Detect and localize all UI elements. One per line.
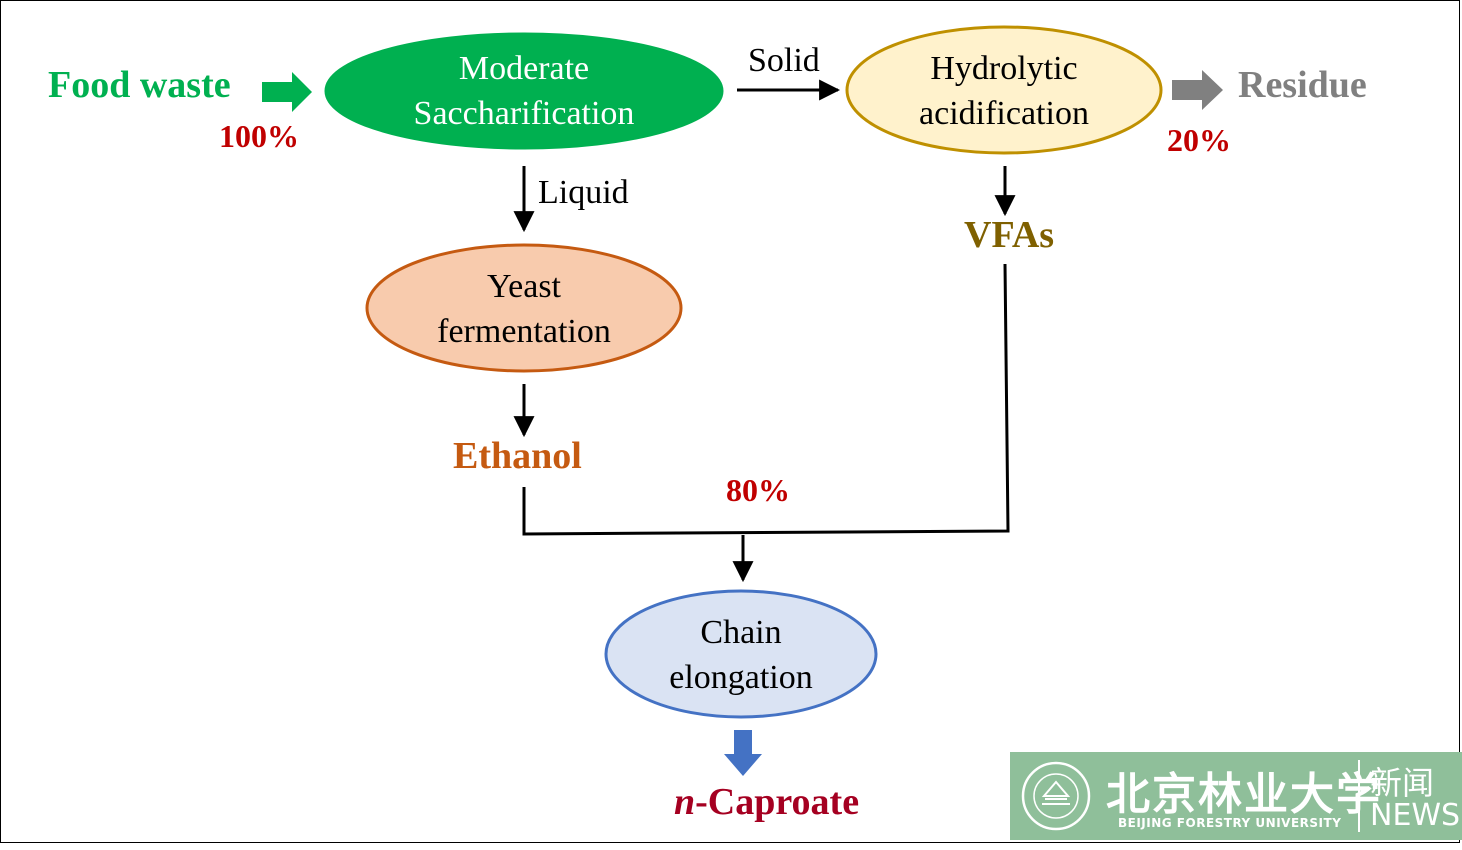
node-saccharification-label: Moderate Saccharification bbox=[326, 46, 722, 136]
node-yeast-label: Yeast fermentation bbox=[367, 264, 681, 354]
node-chain-label: Chain elongation bbox=[606, 610, 876, 700]
output-arrow bbox=[724, 730, 762, 776]
node-saccharification-shape bbox=[324, 32, 724, 150]
residue-percent: 20% bbox=[1167, 122, 1231, 158]
final-product-suffix: -Caproate bbox=[695, 781, 860, 823]
output-residue-label: Residue bbox=[1238, 64, 1367, 106]
product-vfas-label: VFAs bbox=[964, 214, 1055, 256]
node-yeast-line1: Yeast bbox=[486, 268, 561, 305]
edge-liquid-label: Liquid bbox=[538, 174, 629, 211]
university-news-watermark: 北京林业大学 BEIJING FORESTRY UNIVERSITY 新闻 NE… bbox=[1010, 752, 1462, 840]
node-hydrolytic-label: Hydrolytic acidification bbox=[847, 46, 1161, 136]
edge-solid-label: Solid bbox=[748, 42, 820, 79]
watermark-news-en: NEWS bbox=[1370, 798, 1461, 833]
watermark-name-en: BEIJING FORESTRY UNIVERSITY bbox=[1118, 816, 1342, 830]
watermark-news-cn: 新闻 bbox=[1370, 764, 1435, 802]
node-saccharification-line2: Saccharification bbox=[413, 95, 635, 132]
watermark-name-cn: 北京林业大学 bbox=[1106, 769, 1382, 820]
node-hydrolytic-line1: Hydrolytic bbox=[930, 50, 1078, 87]
node-chain-shape bbox=[604, 589, 878, 719]
node-yeast-line2: fermentation bbox=[437, 313, 611, 350]
node-chain-line2: elongation bbox=[669, 659, 813, 696]
input-arrow bbox=[262, 72, 312, 112]
input-label: Food waste bbox=[48, 64, 231, 106]
node-yeast-shape bbox=[365, 243, 683, 373]
merge-connector bbox=[522, 263, 1010, 536]
node-chain-line1: Chain bbox=[700, 614, 782, 651]
product-ethanol-label: Ethanol bbox=[453, 435, 582, 477]
node-hydrolytic-line2: acidification bbox=[919, 95, 1089, 132]
final-product-label: n-Caproate bbox=[674, 783, 859, 821]
final-product-prefix: n bbox=[674, 781, 696, 823]
node-hydrolytic-shape bbox=[845, 25, 1163, 155]
residue-arrow bbox=[1172, 70, 1223, 110]
university-seal-icon bbox=[1021, 761, 1091, 831]
merge-percent: 80% bbox=[726, 472, 790, 508]
input-percent: 100% bbox=[219, 118, 299, 154]
watermark-separator bbox=[1358, 760, 1360, 832]
node-saccharification-line1: Moderate bbox=[458, 50, 590, 87]
